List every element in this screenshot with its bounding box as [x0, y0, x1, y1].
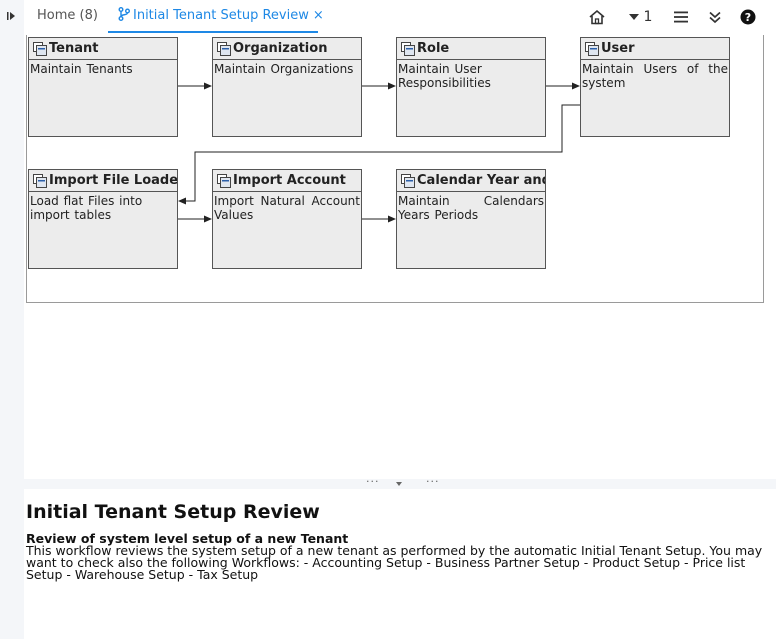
node-description: Maintain Calendars Years Periods	[398, 194, 544, 222]
tab-home-label: Home (8)	[37, 8, 98, 23]
workflow-node-icon	[217, 42, 231, 56]
node-title: Role	[417, 41, 450, 56]
tab-initial-tenant-setup-review[interactable]: Initial Tenant Setup Review×	[108, 0, 324, 33]
tab-bar: Home (8) Initial Tenant Setup Review× 1	[24, 0, 776, 34]
node-header: Import File Loader	[29, 170, 177, 192]
workflow-node-icon	[217, 174, 231, 188]
node-import-file-loader[interactable]: Import File Loader Load flat Files into …	[28, 169, 178, 269]
dropdown-caret-icon	[628, 14, 639, 20]
home-icon	[589, 9, 605, 25]
workflow-title: Initial Tenant Setup Review	[26, 501, 320, 523]
node-title: Organization	[233, 41, 328, 56]
node-import-account[interactable]: Import Account Import Natural Account Va…	[212, 169, 362, 269]
splitter-grip-right: ···	[426, 475, 440, 488]
node-organization[interactable]: Organization Maintain Organizations	[212, 37, 362, 137]
expand-panel-icon[interactable]	[6, 10, 18, 22]
workflow-node-icon	[401, 42, 415, 56]
help-icon: ?	[740, 9, 756, 25]
node-header: User	[581, 38, 729, 60]
home-button[interactable]	[586, 7, 608, 27]
panel-splitter[interactable]: ··· ···	[24, 475, 776, 489]
node-description: Load flat Files into import tables	[30, 194, 143, 222]
node-header: Tenant	[29, 38, 177, 60]
workflow-node-icon	[33, 42, 47, 56]
node-header: Organization	[213, 38, 361, 60]
collapse-icon	[709, 11, 721, 24]
workflow-icon	[118, 7, 130, 21]
window-count: 1	[643, 9, 653, 25]
node-title: Calendar Year and	[417, 173, 545, 188]
left-strip	[0, 0, 24, 639]
workflow-node-icon	[401, 174, 415, 188]
tab-active-label: Initial Tenant Setup Review	[133, 8, 309, 23]
workflow-diagram: Tenant Maintain Tenants Organization Mai…	[26, 35, 764, 303]
tab-home[interactable]: Home (8)	[37, 0, 98, 33]
node-tenant[interactable]: Tenant Maintain Tenants	[28, 37, 178, 137]
svg-text:?: ?	[745, 11, 751, 24]
node-calendar-year[interactable]: Calendar Year and Maintain Calendars Yea…	[396, 169, 546, 269]
menu-button[interactable]	[670, 7, 692, 27]
tab-close-icon[interactable]: ×	[312, 8, 324, 23]
help-button[interactable]: ?	[738, 7, 758, 27]
collapse-button[interactable]	[704, 7, 726, 27]
node-header: Import Account	[213, 170, 361, 192]
node-title: Import File Loader	[49, 173, 177, 188]
workflow-node-icon	[33, 174, 47, 188]
node-user[interactable]: User Maintain Users of the system	[580, 37, 730, 137]
node-header: Calendar Year and	[397, 170, 545, 192]
node-title: Import Account	[233, 173, 346, 188]
node-header: Role	[397, 38, 545, 60]
node-title: Tenant	[49, 41, 99, 56]
workflow-subtitle: Review of system level setup of a new Te…	[26, 531, 349, 546]
workflow-description-panel: Initial Tenant Setup Review Review of sy…	[26, 500, 774, 581]
node-description: Maintain Tenants	[30, 62, 133, 76]
splitter-toggle-icon[interactable]	[395, 481, 403, 487]
workflow-node-icon	[585, 42, 599, 56]
workflow-description: This workflow reviews the system setup o…	[26, 543, 763, 582]
splitter-grip-left: ···	[366, 475, 380, 488]
node-description: Maintain Organizations	[214, 62, 354, 76]
node-description: Maintain User Responsibilities	[398, 62, 491, 90]
window-count-button[interactable]: 1	[624, 7, 656, 27]
node-description: Maintain Users of the system	[582, 62, 728, 90]
hamburger-menu-icon	[674, 11, 688, 23]
node-role[interactable]: Role Maintain User Responsibilities	[396, 37, 546, 137]
node-description: Import Natural Account Values	[214, 194, 360, 222]
node-title: User	[601, 41, 635, 56]
